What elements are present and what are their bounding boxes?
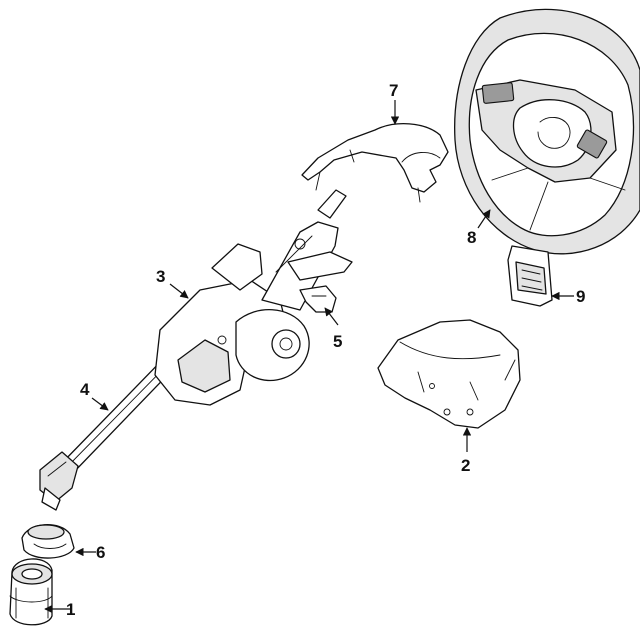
callout-labels: 1 2 3 4 5 6 7 8 9 bbox=[66, 81, 585, 619]
part-3-steering-column[interactable] bbox=[154, 189, 353, 406]
part-6-boot-seal[interactable] bbox=[21, 523, 75, 559]
leader-4 bbox=[91, 397, 109, 411]
callout-4: 4 bbox=[80, 380, 90, 399]
part-5-bracket[interactable] bbox=[299, 285, 337, 313]
part-2-lower-cover[interactable] bbox=[377, 319, 521, 429]
part-7-upper-cover[interactable] bbox=[301, 123, 449, 203]
part-8-steering-wheel[interactable] bbox=[454, 8, 640, 255]
leader-lines bbox=[44, 100, 574, 614]
leader-8 bbox=[477, 209, 491, 229]
leader-5 bbox=[324, 307, 339, 326]
callout-1: 1 bbox=[66, 600, 75, 619]
callout-5: 5 bbox=[333, 332, 342, 351]
part-9-switch-module[interactable] bbox=[507, 245, 553, 307]
leader-3 bbox=[169, 283, 189, 299]
callout-6: 6 bbox=[96, 543, 105, 562]
callout-7: 7 bbox=[389, 81, 398, 100]
callout-9: 9 bbox=[576, 287, 585, 306]
callout-2: 2 bbox=[461, 456, 470, 475]
part-4-intermediate-shaft[interactable] bbox=[39, 351, 181, 511]
part-1-grommet[interactable] bbox=[9, 558, 53, 626]
callout-3: 3 bbox=[156, 267, 165, 286]
callout-8: 8 bbox=[467, 228, 476, 247]
